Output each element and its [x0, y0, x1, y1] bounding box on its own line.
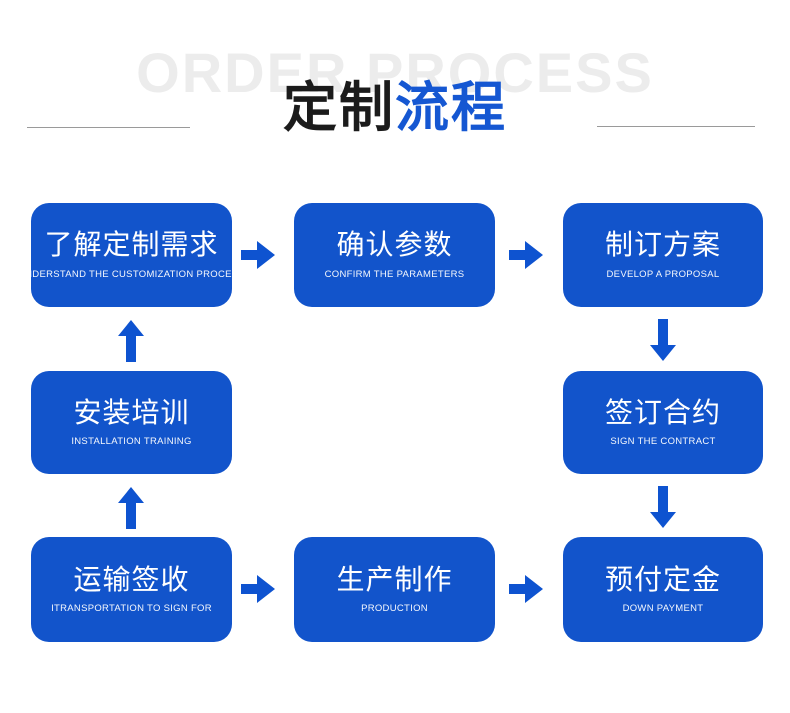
step-title: 安装培训 [73, 396, 190, 428]
arrow-up-icon [118, 487, 144, 529]
flow-step-develop-proposal: 制订方案 DEVELOP A PROPOSAL [563, 203, 763, 307]
flow-step-understand-needs: 了解定制需求 UNDERSTAND THE CUSTOMIZATION PROC… [18, 203, 245, 307]
flow-step-confirm-parameters: 确认参数 CONFIRM THE PARAMETERS [294, 203, 495, 307]
page-title-black-part: 定制 [283, 78, 395, 138]
page-title: 定制流程 [0, 76, 790, 141]
step-title: 预付定金 [604, 563, 721, 595]
flow-step-transport-sign: 运输签收 ITRANSPORTATION TO SIGN FOR [31, 537, 232, 642]
step-subtitle: PRODUCTION [361, 603, 428, 615]
arrow-up-icon [118, 320, 144, 362]
arrow-right-icon [509, 240, 543, 270]
header-watermark-text: ORDER PROCESS [136, 41, 654, 104]
arrow-right-icon [241, 240, 275, 270]
page-title-accent-part: 流程 [395, 78, 507, 138]
flow-step-sign-contract: 签订合约 SIGN THE CONTRACT [563, 371, 763, 474]
arrow-right-icon [241, 574, 275, 604]
step-subtitle: UNDERSTAND THE CUSTOMIZATION PROCESS [17, 268, 246, 280]
step-subtitle: ITRANSPORTATION TO SIGN FOR [51, 603, 212, 615]
step-title: 签订合约 [604, 396, 721, 428]
flow-step-production: 生产制作 PRODUCTION [294, 537, 495, 642]
step-subtitle: INSTALLATION TRAINING [71, 436, 192, 448]
step-title: 制订方案 [604, 229, 721, 261]
arrow-down-icon [650, 486, 676, 528]
step-subtitle: CONFIRM THE PARAMETERS [324, 268, 465, 280]
title-divider-left [27, 127, 190, 128]
step-title: 运输签收 [73, 563, 190, 595]
arrow-right-icon [509, 574, 543, 604]
step-title: 确认参数 [336, 229, 453, 261]
arrow-down-icon [650, 319, 676, 361]
step-subtitle: DOWN PAYMENT [622, 603, 704, 615]
flow-step-down-payment: 预付定金 DOWN PAYMENT [563, 537, 763, 642]
title-divider-right [597, 126, 755, 127]
flow-step-installation-training: 安装培训 INSTALLATION TRAINING [31, 371, 232, 474]
step-title: 了解定制需求 [44, 229, 219, 261]
step-subtitle: DEVELOP A PROPOSAL [606, 268, 720, 280]
step-subtitle: SIGN THE CONTRACT [610, 436, 716, 448]
step-title: 生产制作 [336, 563, 453, 595]
